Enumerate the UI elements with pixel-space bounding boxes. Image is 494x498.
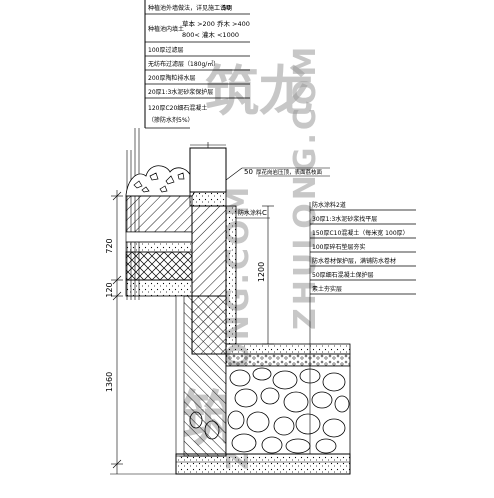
note-row2-line1: 草本 >200 乔木 >400	[182, 19, 250, 28]
planting-soil-layer	[125, 195, 193, 233]
mortar-layer	[225, 353, 351, 367]
structure-slab	[125, 251, 193, 281]
dimension-wall-height: 1200	[257, 262, 266, 282]
note-row5: 200厚陶粒排水层	[148, 74, 195, 82]
note-row2-label: 种植池内填土	[148, 25, 184, 33]
dimension-upper: 720	[105, 238, 114, 253]
note-row1-value: 50	[222, 4, 231, 12]
top-note: 50 厚花岗岩压顶，表面荔枝面	[225, 167, 330, 181]
dimension-lines	[111, 190, 274, 474]
note-row7-line1: 120厚C20细石混凝土	[148, 104, 207, 112]
foundation-edge	[175, 295, 185, 457]
note-row7-line2: （掺防水剂5%）	[148, 116, 194, 124]
wall-cap	[189, 191, 227, 207]
right-note-5: 防水卷材保护层，满铺防水卷材	[312, 257, 396, 265]
mid-label: 防水涂料 C	[236, 209, 270, 219]
drainage-layer	[125, 241, 193, 253]
rubble-layer	[225, 365, 351, 455]
right-note-1: 防水涂料2道	[312, 201, 346, 209]
foundation-wall	[179, 295, 227, 457]
base-slab	[125, 279, 193, 297]
notes-right: 防水涂料2道 30厚1:3水泥砂浆找平层 150厚C10混凝土（每米宽 100厚…	[309, 201, 416, 454]
mid-label-grade: C	[262, 209, 267, 217]
note-row4: 无纺布过滤层（180g/㎡）	[148, 60, 219, 68]
dimension-middle: 120	[105, 282, 114, 297]
bottom-slab	[175, 453, 351, 475]
note-row2-line2: 800< 灌木 <1000	[182, 30, 239, 39]
paving-layer	[225, 343, 351, 355]
right-note-7: 素土夯实层	[312, 285, 342, 293]
note-row3: 100厚过滤层	[148, 46, 183, 54]
note-row6: 20厚1:3水泥砂浆保护层	[148, 88, 213, 96]
top-note-value: 50	[244, 168, 253, 176]
rubble-stones	[227, 367, 350, 454]
right-note-6: 50厚细石混凝土保护层	[312, 271, 374, 279]
right-note-2: 30厚1:3水泥砂浆找平层	[312, 215, 377, 223]
dimension-lower: 1360	[105, 372, 114, 392]
note-row1-label: 种植池外墙做法，详见施工说明	[148, 4, 232, 12]
mid-label-text: 防水涂料	[238, 209, 262, 217]
plant-mass	[125, 165, 196, 197]
notes-table-left: 种植池外墙做法，详见施工说明 50 种植池内填土 草本 >200 乔木 >400…	[144, 0, 250, 129]
watermark-brand-upper: 筑龙	[205, 60, 313, 123]
coping-stone	[189, 147, 227, 193]
top-note-text: 厚花岗岩压顶，表面荔枝面	[256, 168, 323, 176]
rubble-under-wall	[189, 411, 220, 440]
wall-plaster	[225, 205, 237, 345]
right-note-3: 150厚C10混凝土（每米宽 100厚）	[312, 229, 409, 237]
watermark-site-upper: ZHULONG.COM	[288, 44, 323, 330]
filter-layer	[125, 231, 193, 243]
right-note-4: 100厚碎石垫层夯实	[312, 243, 365, 251]
